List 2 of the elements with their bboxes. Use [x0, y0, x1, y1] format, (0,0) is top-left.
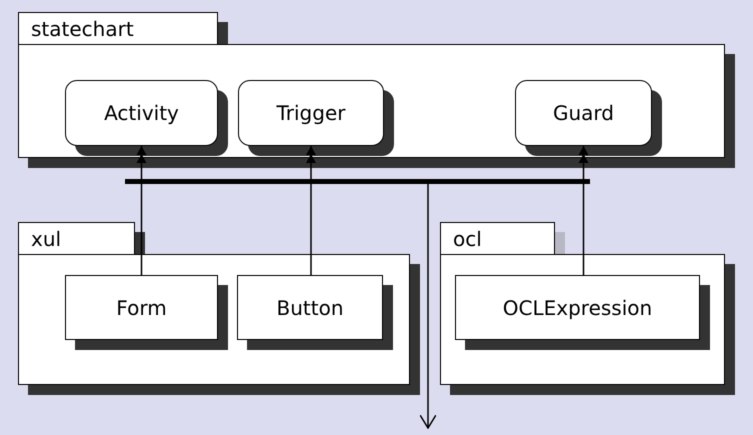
arrow [419, 184, 437, 429]
bar [125, 179, 590, 184]
